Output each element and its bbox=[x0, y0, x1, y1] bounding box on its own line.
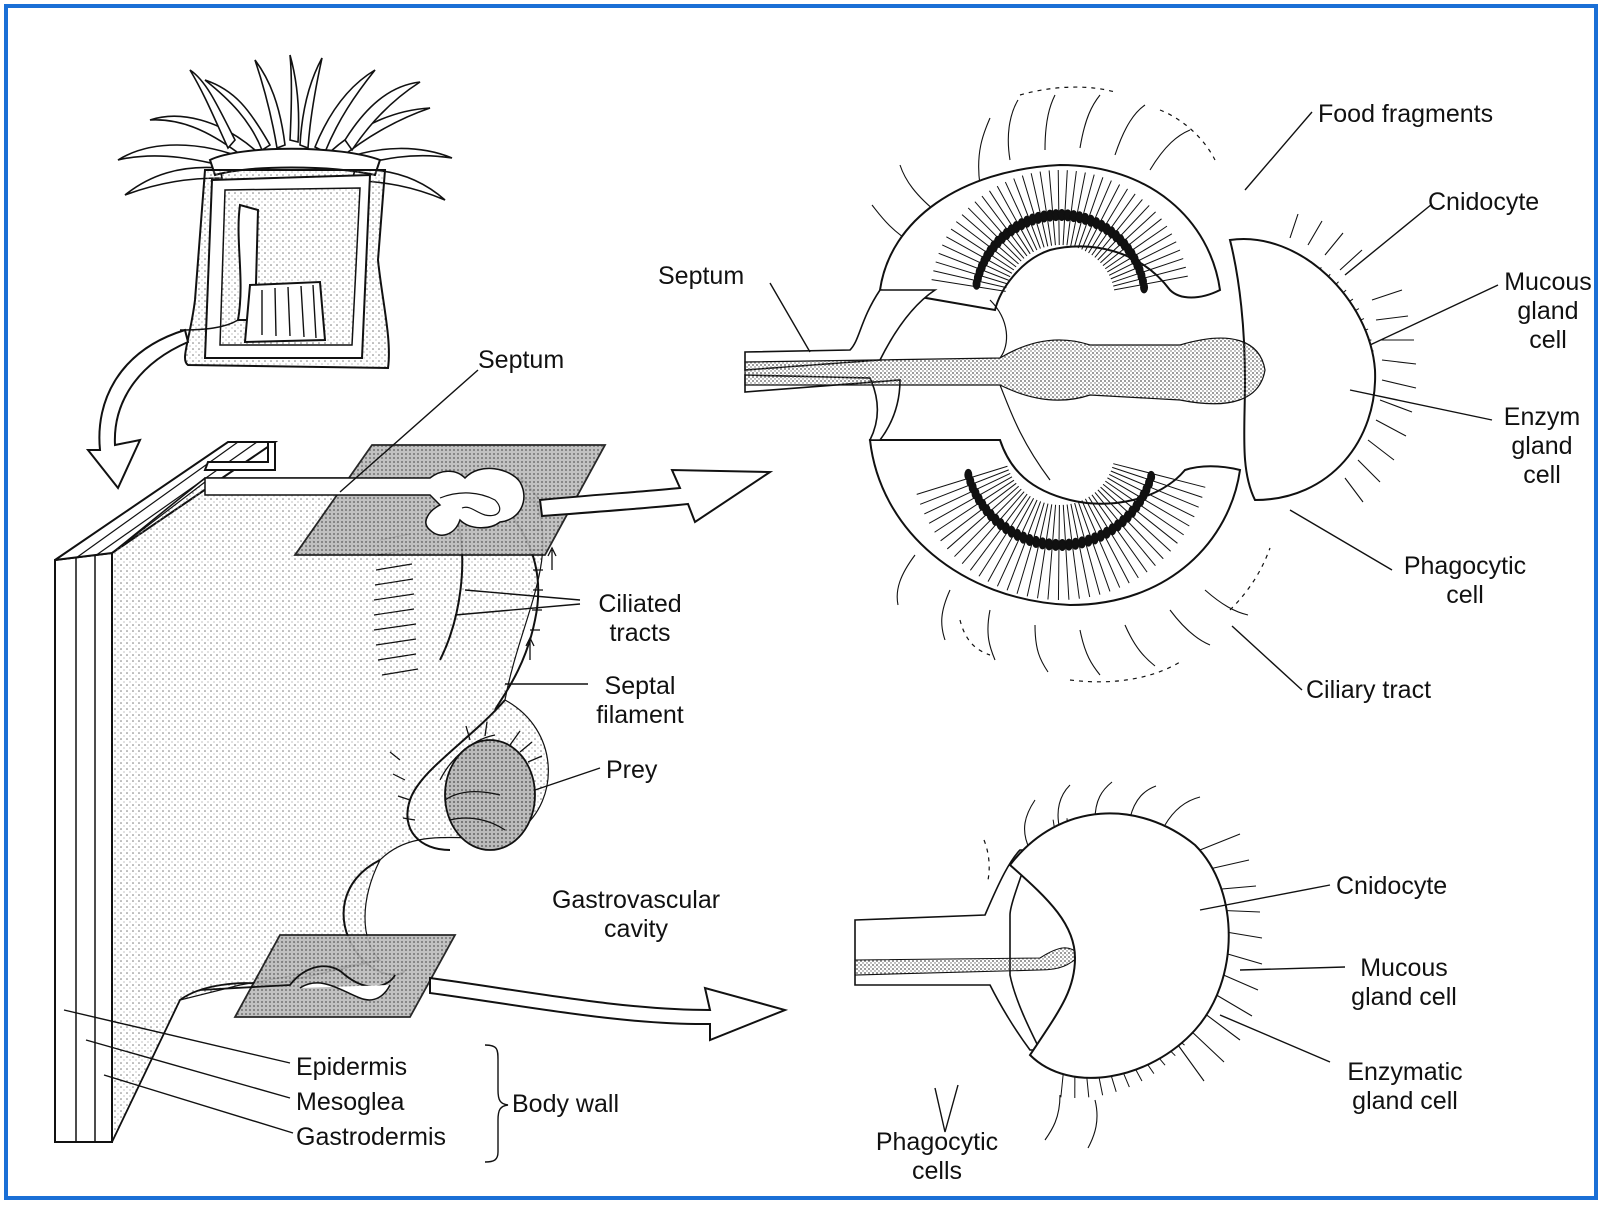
label-prey: Prey bbox=[606, 756, 657, 785]
label-mucous-upper-line1: Mucous bbox=[1500, 268, 1596, 297]
label-phagocytic-upper-line2: cell bbox=[1390, 581, 1540, 610]
cell-nucleus bbox=[1059, 539, 1066, 550]
label-gastrovascular-cavity: Gastrovascular cavity bbox=[536, 886, 736, 944]
label-mucous-upper-line2: gland bbox=[1500, 297, 1596, 326]
label-ciliated-tracts-line2: tracts bbox=[584, 619, 696, 648]
label-gastrovascular-line2: cavity bbox=[536, 915, 736, 944]
label-septal-filament: Septal filament bbox=[584, 672, 696, 730]
label-gastrovascular-line1: Gastrovascular bbox=[536, 886, 736, 915]
label-ciliary-tract: Ciliary tract bbox=[1306, 676, 1431, 705]
label-epidermis: Epidermis bbox=[296, 1053, 407, 1082]
label-phagocytic-lower-line2: cells bbox=[862, 1157, 1012, 1186]
label-mucous-lower-line2: gland cell bbox=[1336, 983, 1472, 1012]
label-mucous-upper-line3: cell bbox=[1500, 326, 1596, 355]
label-phagocytic-lower-line1: Phagocytic bbox=[862, 1128, 1012, 1157]
cell-nucleus bbox=[1065, 539, 1072, 550]
label-body-wall: Body wall bbox=[512, 1090, 619, 1119]
curved-arrow-icon bbox=[88, 330, 188, 488]
label-cnidocyte-upper: Cnidocyte bbox=[1428, 188, 1539, 217]
label-enzymatic-lower-line1: Enzymatic bbox=[1330, 1058, 1480, 1087]
label-gastrodermis: Gastrodermis bbox=[296, 1123, 446, 1152]
cell-nucleus bbox=[1141, 282, 1148, 293]
label-enzymatic-gland-cell-lower: Enzymatic gland cell bbox=[1330, 1058, 1480, 1116]
label-septal-filament-line1: Septal bbox=[584, 672, 696, 701]
label-mucous-lower-line1: Mucous bbox=[1336, 954, 1472, 983]
label-enzym-upper-line2: gland bbox=[1494, 432, 1590, 461]
label-phagocytic-cells-lower: Phagocytic cells bbox=[862, 1128, 1012, 1186]
label-enzymatic-lower-line2: gland cell bbox=[1330, 1087, 1480, 1116]
label-septal-filament-line2: filament bbox=[584, 701, 696, 730]
label-enzym-upper-line3: cell bbox=[1494, 461, 1590, 490]
label-phagocytic-upper-line1: Phagocytic bbox=[1390, 552, 1540, 581]
label-mucous-gland-cell-lower: Mucous gland cell bbox=[1336, 954, 1472, 1012]
sea-anemone-illustration bbox=[118, 55, 452, 368]
label-ciliated-tracts: Ciliated tracts bbox=[584, 590, 696, 648]
label-cnidocyte-lower: Cnidocyte bbox=[1336, 872, 1447, 901]
label-mesoglea: Mesoglea bbox=[296, 1088, 404, 1117]
label-food-fragments: Food fragments bbox=[1318, 100, 1493, 129]
lower-septal-filament-section bbox=[855, 782, 1262, 1148]
label-phagocytic-cell-upper: Phagocytic cell bbox=[1390, 552, 1540, 610]
cell-nucleus bbox=[1052, 539, 1059, 550]
label-mucous-gland-cell-upper: Mucous gland cell bbox=[1500, 268, 1596, 355]
label-enzym-upper-line1: Enzym bbox=[1494, 403, 1590, 432]
label-septum-main: Septum bbox=[478, 346, 564, 375]
arrow-to-lower-section-icon bbox=[430, 978, 785, 1040]
label-septum-upper: Septum bbox=[658, 262, 744, 291]
cell-nucleus bbox=[965, 469, 972, 480]
label-ciliated-tracts-line1: Ciliated bbox=[584, 590, 696, 619]
label-enzym-gland-cell-upper: Enzym gland cell bbox=[1494, 403, 1590, 490]
